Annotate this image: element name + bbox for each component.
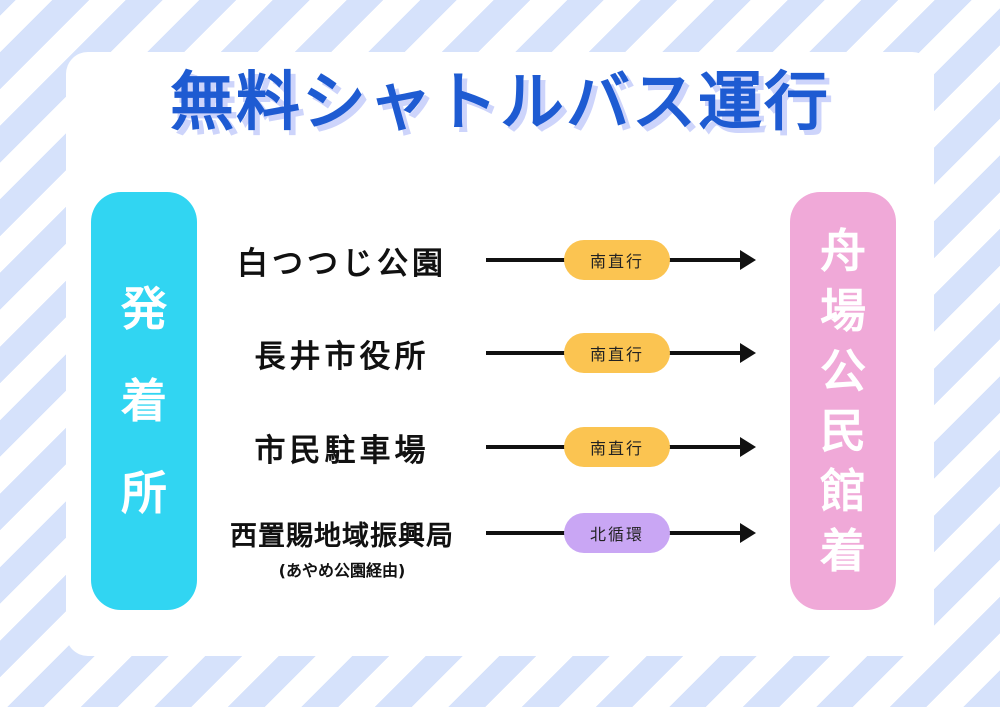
route-stop-label: 白つつじ公園 (237, 245, 447, 282)
route-row: 西置賜地域振興局 (あやめ公園経由) 北循環 (200, 503, 780, 583)
vertical-char: 公 (820, 344, 866, 398)
vertical-char: 舟 (820, 224, 866, 278)
vertical-char: 民 (820, 404, 866, 458)
route-row: 長井市役所 南直行 (200, 323, 780, 383)
route-stop-label: 市民駐車場 (254, 432, 430, 469)
route-badge: 南直行 (564, 333, 670, 373)
arrow-right-icon (740, 250, 756, 270)
vertical-char: 発 (121, 282, 167, 336)
origin-label: 発着所 (121, 263, 167, 539)
route-badge: 南直行 (564, 240, 670, 280)
vertical-char: 着 (820, 524, 866, 578)
vertical-char: 所 (121, 466, 167, 520)
page-title: 無料シャトルバス運行 (170, 66, 830, 140)
route-badge: 南直行 (564, 427, 670, 467)
vertical-char: 館 (820, 464, 866, 518)
route-stop-name: 長井市役所 (200, 323, 484, 383)
origin-pill: 発着所 (91, 192, 197, 610)
route-row: 白つつじ公園 南直行 (200, 230, 780, 290)
arrow-right-icon (740, 437, 756, 457)
route-badge: 北循環 (564, 513, 670, 553)
vertical-char: 場 (820, 284, 866, 338)
arrow-right-icon (740, 523, 756, 543)
vertical-char: 着 (121, 374, 167, 428)
destination-label: 舟場公民館着 (820, 221, 866, 581)
destination-pill: 舟場公民館着 (790, 192, 896, 610)
route-stop-name: 市民駐車場 (200, 417, 484, 477)
route-stop-name: 西置賜地域振興局 (あやめ公園経由) (200, 497, 484, 597)
route-row: 市民駐車場 南直行 (200, 417, 780, 477)
route-stop-label: 西置賜地域振興局 (230, 520, 454, 552)
route-stop-name: 白つつじ公園 (200, 230, 484, 290)
route-stop-note: (あやめ公園経由) (278, 560, 406, 580)
route-stop-label: 長井市役所 (254, 338, 430, 375)
arrow-right-icon (740, 343, 756, 363)
